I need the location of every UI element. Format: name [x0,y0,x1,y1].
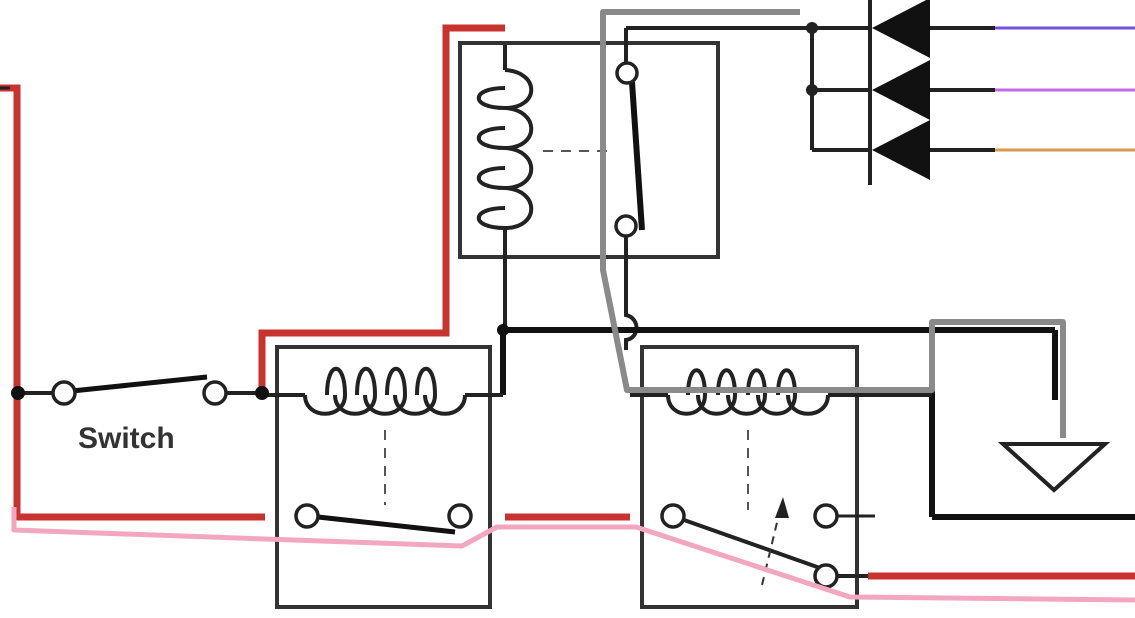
right-relay-switch [660,497,875,589]
top-relay-coil [476,45,534,330]
arrow-up-icon [775,497,789,518]
main-switch [11,374,269,406]
switch-label: Switch [78,422,175,455]
pink-wire [11,507,1135,603]
ground-icon [997,442,1111,493]
black-bus [500,327,1135,520]
left-relay-coil [262,366,503,416]
right-relay-coil [630,368,932,416]
diode-2-icon [872,60,930,120]
gray-wire [600,9,1066,438]
diode-3-icon [872,120,930,180]
diode-1-icon [872,0,930,58]
right-relay-box [640,345,859,609]
top-relay-box [458,41,720,259]
left-relay-switch [294,503,473,535]
red-wire [0,24,1135,580]
diode-stack [626,0,995,185]
left-relay-box [275,345,492,609]
top-relay-switch [614,28,645,350]
